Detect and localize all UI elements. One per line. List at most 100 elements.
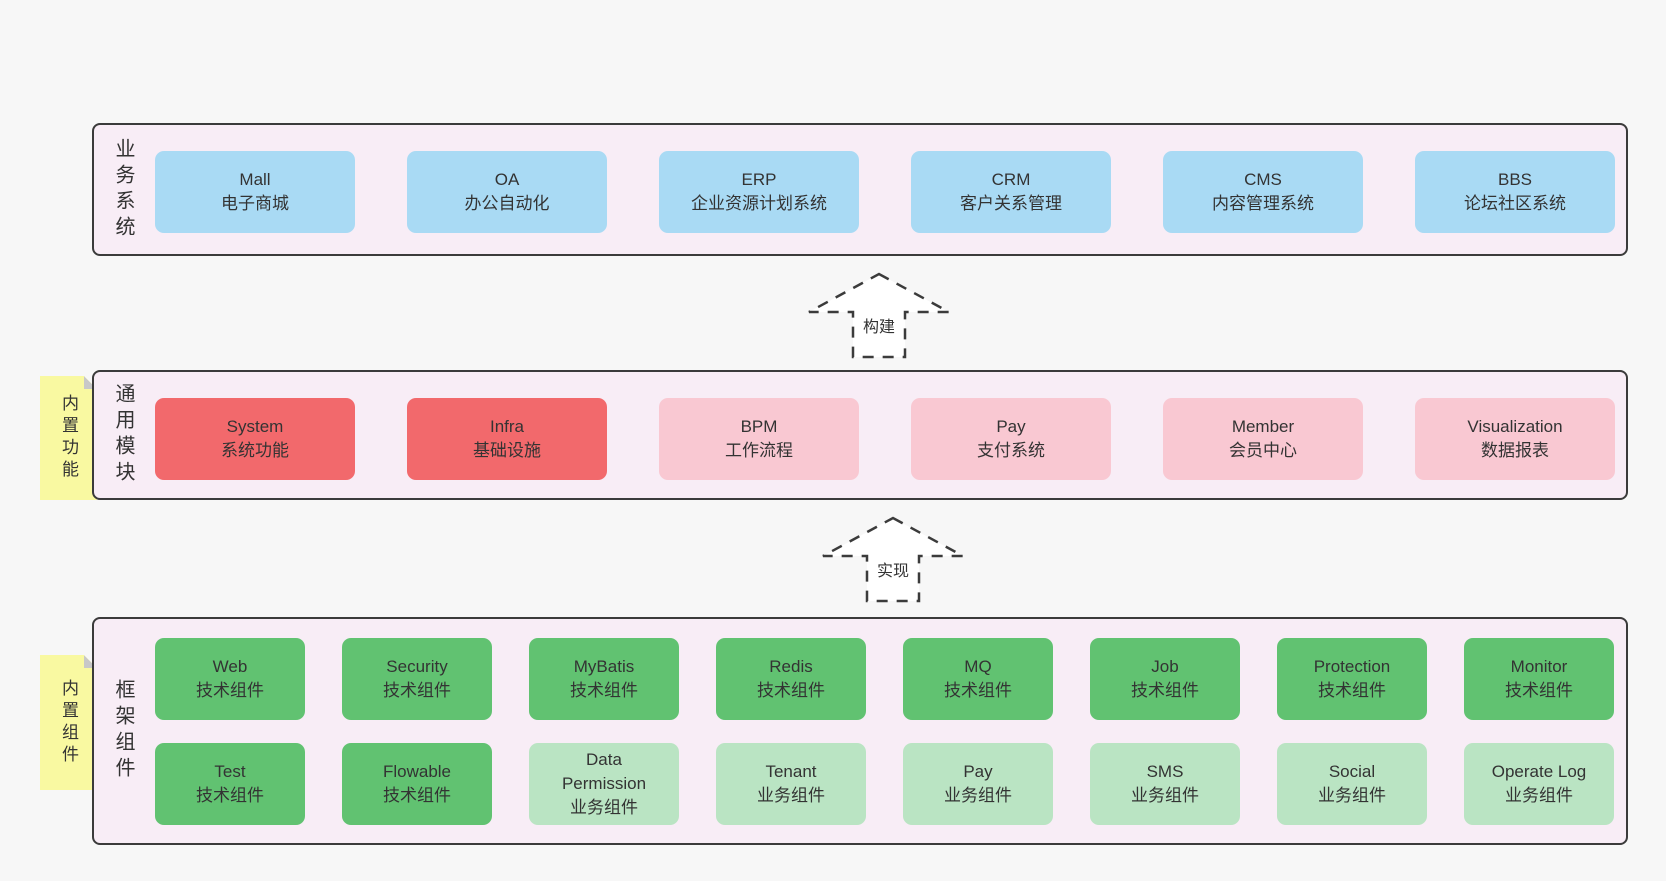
box-subtitle: 业务组件: [1131, 786, 1199, 805]
box-subtitle: 业务组件: [1318, 786, 1386, 805]
box-title: System: [226, 417, 284, 437]
sticky-note-builtin-components: 内置组件: [40, 655, 97, 790]
box-title: Security: [386, 657, 448, 677]
box-bpm: BPM 工作流程: [659, 398, 859, 480]
box-title: Data Permission: [561, 750, 647, 794]
box-title: Social: [1328, 762, 1376, 782]
layer-label: 通用模块: [112, 383, 134, 487]
implement-arrow-label: 实现: [873, 557, 913, 581]
box-title: Job: [1151, 657, 1179, 677]
box-cms: CMS 内容管理系统: [1163, 151, 1363, 233]
box-web: Web 技术组件: [155, 638, 305, 720]
box-pay: Pay 支付系统: [911, 398, 1111, 480]
box-title: CMS: [1244, 170, 1282, 190]
note-text: 内置功能: [59, 394, 78, 482]
box-mybatis: MyBatis 技术组件: [529, 638, 679, 720]
box-subtitle: 技术组件: [196, 786, 264, 805]
box-subtitle: 数据报表: [1481, 441, 1549, 460]
box-title: Infra: [489, 417, 525, 437]
box-title: Test: [214, 762, 246, 782]
box-data-permission: Data Permission 业务组件: [529, 743, 679, 825]
box-security: Security 技术组件: [342, 638, 492, 720]
box-monitor: Monitor 技术组件: [1464, 638, 1614, 720]
box-test: Test 技术组件: [155, 743, 305, 825]
box-title: Operate Log: [1491, 762, 1587, 782]
implement-arrow: 实现: [820, 515, 966, 604]
box-subtitle: 基础设施: [473, 441, 541, 460]
box-title: ERP: [741, 170, 777, 190]
box-title: MQ: [964, 657, 992, 677]
box-mq: MQ 技术组件: [903, 638, 1053, 720]
box-subtitle: 办公自动化: [464, 194, 550, 213]
box-tenant: Tenant 业务组件: [716, 743, 866, 825]
box-job: Job 技术组件: [1090, 638, 1240, 720]
box-title: Flowable: [382, 762, 452, 782]
build-arrow-label: 构建: [859, 313, 899, 337]
box-subtitle: 业务组件: [570, 797, 638, 817]
box-subtitle: 技术组件: [1505, 681, 1573, 700]
layer-label: 业务系统: [112, 137, 134, 242]
box-subtitle: 技术组件: [383, 681, 451, 700]
box-mall: Mall 电子商城: [155, 151, 355, 233]
box-subtitle: 技术组件: [570, 681, 638, 700]
box-subtitle: 技术组件: [1318, 681, 1386, 700]
box-subtitle: 业务组件: [944, 786, 1012, 805]
box-infra: Infra 基础设施: [407, 398, 607, 480]
box-subtitle: 业务组件: [1505, 786, 1573, 805]
box-subtitle: 会员中心: [1229, 441, 1297, 460]
box-subtitle: 技术组件: [196, 681, 264, 700]
box-title: Mall: [239, 170, 271, 190]
box-erp: ERP 企业资源计划系统: [659, 151, 859, 233]
box-title: Monitor: [1510, 657, 1568, 677]
box-system: System 系统功能: [155, 398, 355, 480]
box-subtitle: 业务组件: [757, 786, 825, 805]
layer-label: 框架组件: [112, 679, 134, 783]
framework-boxes-row-1: Web 技术组件 Security 技术组件 MyBatis 技术组件 Redi…: [155, 638, 1614, 720]
box-title: MyBatis: [573, 657, 635, 677]
box-title: Pay: [963, 762, 993, 782]
box-subtitle: 论坛社区系统: [1464, 194, 1566, 213]
box-title: BBS: [1497, 170, 1533, 190]
layer-label-column: 业务系统: [94, 125, 152, 254]
sticky-note-builtin-features: 内置功能: [40, 376, 97, 500]
box-subtitle: 系统功能: [221, 441, 289, 460]
box-subtitle: 电子商城: [221, 194, 289, 213]
box-member: Member 会员中心: [1163, 398, 1363, 480]
box-subtitle: 技术组件: [944, 681, 1012, 700]
box-protection: Protection 技术组件: [1277, 638, 1427, 720]
box-visualization: Visualization 数据报表: [1415, 398, 1615, 480]
box-subtitle: 技术组件: [757, 681, 825, 700]
note-text: 内置组件: [59, 678, 78, 767]
box-subtitle: 企业资源计划系统: [691, 194, 827, 213]
layer-framework-components: 框架组件 Web 技术组件 Security 技术组件 MyBatis 技术组件…: [92, 617, 1628, 845]
box-subtitle: 客户关系管理: [960, 194, 1062, 213]
box-subtitle: 工作流程: [725, 441, 793, 460]
layer-business-systems: 业务系统 Mall 电子商城 OA 办公自动化 ERP 企业资源计划系统 CRM…: [92, 123, 1628, 256]
box-sms: SMS 业务组件: [1090, 743, 1240, 825]
box-subtitle: 支付系统: [977, 441, 1045, 460]
box-title: Web: [212, 657, 248, 677]
box-title: Redis: [769, 657, 813, 677]
box-subtitle: 技术组件: [1131, 681, 1199, 700]
box-title: BPM: [740, 417, 778, 437]
layer-label-column: 通用模块: [94, 372, 152, 498]
build-arrow: 构建: [806, 271, 952, 360]
box-title: Tenant: [765, 762, 817, 782]
box-oa: OA 办公自动化: [407, 151, 607, 233]
framework-boxes-row-2: Test 技术组件 Flowable 技术组件 Data Permission …: [155, 743, 1614, 825]
box-title: Member: [1231, 417, 1295, 437]
business-boxes-row: Mall 电子商城 OA 办公自动化 ERP 企业资源计划系统 CRM 客户关系…: [155, 151, 1615, 233]
box-redis: Redis 技术组件: [716, 638, 866, 720]
box-title: Protection: [1313, 657, 1391, 677]
box-title: CRM: [991, 170, 1031, 190]
box-subtitle: 技术组件: [383, 786, 451, 805]
box-bbs: BBS 论坛社区系统: [1415, 151, 1615, 233]
box-flowable: Flowable 技术组件: [342, 743, 492, 825]
box-pay-business: Pay 业务组件: [903, 743, 1053, 825]
box-title: Pay: [996, 417, 1026, 437]
box-operate-log: Operate Log 业务组件: [1464, 743, 1614, 825]
layer-common-modules: 通用模块 System 系统功能 Infra 基础设施 BPM 工作流程 Pay…: [92, 370, 1628, 500]
box-title: SMS: [1146, 762, 1184, 782]
box-title: OA: [494, 170, 520, 190]
